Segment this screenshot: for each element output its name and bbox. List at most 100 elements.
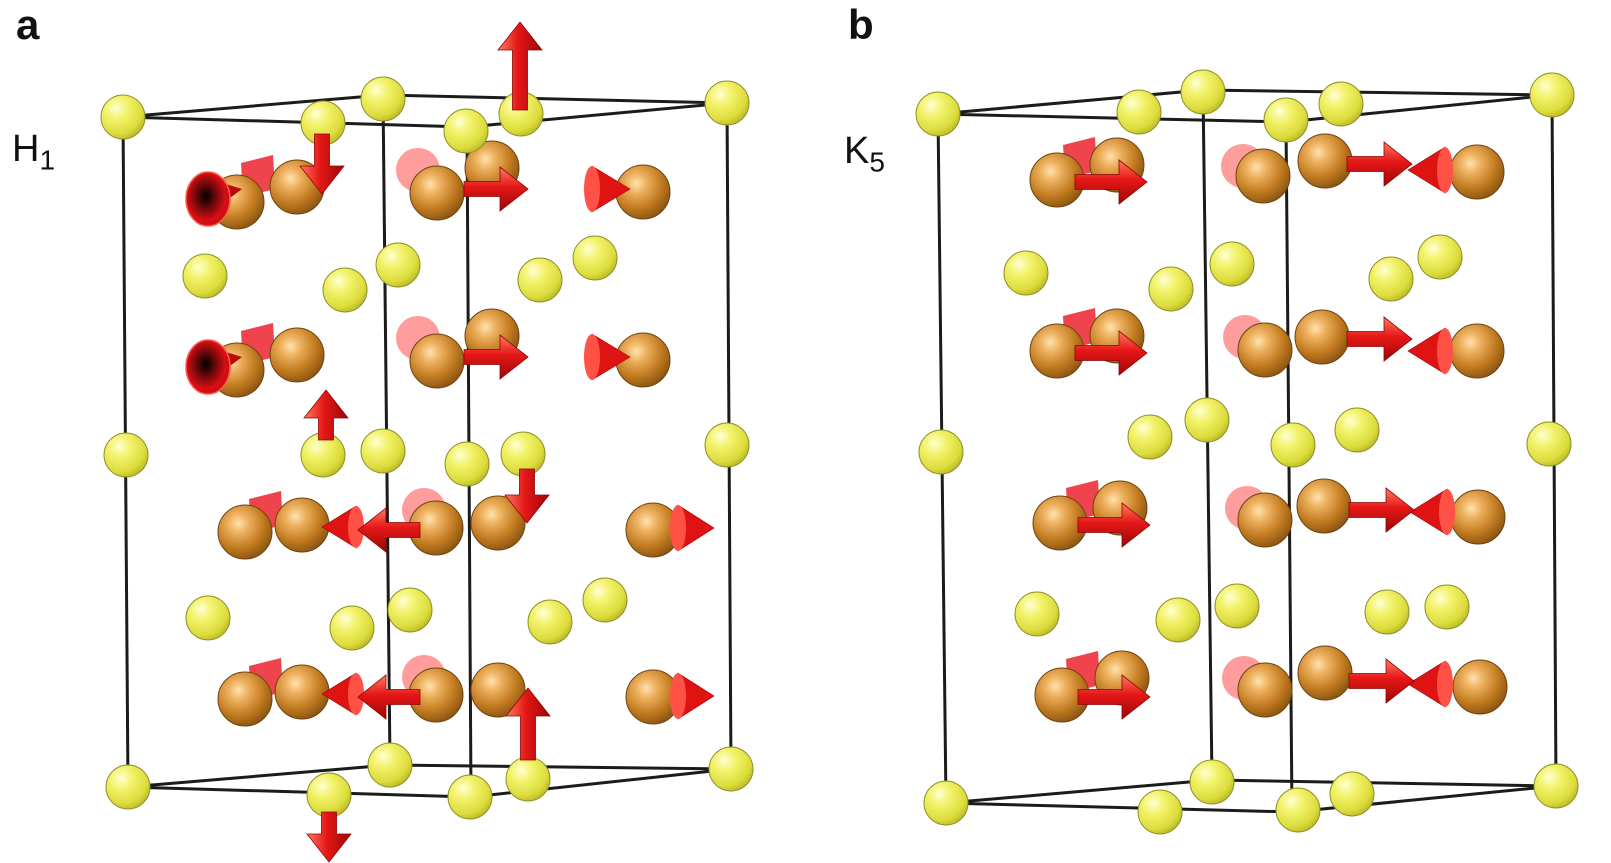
yellow-atom [915, 91, 961, 137]
unit-cell-bottom-face [127, 763, 732, 799]
displacement-cone-base [584, 166, 600, 212]
displacement-arrow-down [306, 811, 352, 863]
unit-cell-bottom-face [945, 778, 1557, 814]
yellow-atom [1529, 72, 1575, 118]
yellow-atom [375, 242, 421, 288]
yellow-atom [1180, 69, 1226, 115]
bronze-atom [1297, 645, 1353, 701]
displacement-cone-base [1437, 147, 1453, 193]
yellow-atom [1424, 584, 1470, 630]
yellow-atom [1127, 414, 1173, 460]
yellow-atom [447, 774, 493, 820]
displacement-arrow-right [1074, 330, 1148, 376]
yellow-atom [923, 780, 969, 826]
yellow-atom [306, 772, 352, 818]
bronze-atom [1294, 309, 1350, 365]
displacement-cone [185, 339, 231, 395]
bronze-atom [1450, 489, 1506, 545]
displacement-arrow-right [1074, 159, 1148, 205]
panel-a-label: a [16, 4, 39, 46]
bronze-atom [1452, 659, 1508, 715]
displacement-cone-base [1437, 328, 1453, 374]
unit-cell-top-face [937, 88, 1553, 124]
bronze-atom [1449, 144, 1505, 200]
yellow-atom [708, 746, 754, 792]
yellow-atom [1014, 591, 1060, 637]
bronze-atom [1296, 478, 1352, 534]
panel-b-letter: b [848, 1, 874, 48]
panel-a-structure [100, 21, 754, 863]
displacement-cone-base [670, 505, 686, 551]
mode-b-symbol: K [844, 130, 870, 172]
bronze-atom [1449, 323, 1505, 379]
yellow-atom [1417, 234, 1463, 280]
displacement-cone-base [1439, 489, 1455, 535]
yellow-atom [1533, 763, 1579, 809]
yellow-atom [1148, 266, 1194, 312]
bronze-atom [1235, 148, 1291, 204]
yellow-atom [1263, 97, 1309, 143]
yellow-atom [1526, 421, 1572, 467]
yellow-atom [105, 764, 151, 810]
yellow-atom [360, 428, 406, 474]
yellow-atom [517, 257, 563, 303]
displacement-arrow-up [505, 687, 551, 761]
bronze-atom [269, 327, 325, 383]
bronze-atom [274, 497, 330, 553]
displacement-cone-base [584, 334, 600, 380]
yellow-atom [704, 80, 750, 126]
bronze-atom [409, 333, 465, 389]
mode-label-b: K5 [844, 132, 885, 177]
displacement-arrow-right [463, 166, 529, 212]
unit-cell-top-face [122, 93, 728, 129]
displacement-arrow-left [357, 507, 421, 553]
yellow-atom [1214, 583, 1260, 629]
yellow-atom [182, 253, 228, 299]
bronze-atom [1297, 133, 1353, 189]
displacement-cone-base [670, 673, 686, 719]
displacement-arrow-right [463, 334, 529, 380]
yellow-atom [918, 429, 964, 475]
yellow-atom [360, 76, 406, 122]
bronze-atom [409, 165, 465, 221]
displacement-arrow-down [299, 133, 345, 195]
mode-label-a: H1 [12, 130, 55, 175]
displacement-cone-base [348, 673, 364, 715]
mode-a-subscript: 1 [39, 144, 56, 176]
yellow-atom [527, 599, 573, 645]
yellow-atom [103, 432, 149, 478]
bronze-atom [217, 504, 273, 560]
yellow-atom [1329, 771, 1375, 817]
displacement-arrow-up [303, 389, 349, 441]
displacement-arrow-down [504, 468, 550, 524]
displacement-cone-base [348, 506, 364, 548]
yellow-atom [1209, 241, 1255, 287]
panel-b-label: b [848, 4, 874, 46]
yellow-atom [1275, 787, 1321, 833]
yellow-atom [443, 108, 489, 154]
displacement-arrow-right [1077, 674, 1151, 720]
displacement-arrow-right [1346, 141, 1413, 187]
bronze-atom [274, 664, 330, 720]
bronze-atom [217, 671, 273, 727]
yellow-atom [367, 742, 413, 788]
bronze-atom [1237, 662, 1293, 718]
displacement-cone [185, 171, 231, 227]
mode-b-subscript: 5 [869, 146, 885, 178]
displacement-arrow-right [1348, 658, 1415, 704]
yellow-atom [582, 577, 628, 623]
yellow-atom [444, 441, 490, 487]
yellow-atom [1364, 589, 1410, 635]
yellow-atom [704, 422, 750, 468]
yellow-atom [1189, 759, 1235, 805]
yellow-atom [387, 587, 433, 633]
yellow-atom [322, 267, 368, 313]
yellow-atom [329, 605, 375, 651]
mode-a-symbol: H [12, 128, 40, 170]
yellow-atom [1137, 789, 1183, 835]
yellow-atom [505, 756, 551, 802]
yellow-atom [572, 235, 618, 281]
displacement-arrow-left [357, 674, 421, 720]
